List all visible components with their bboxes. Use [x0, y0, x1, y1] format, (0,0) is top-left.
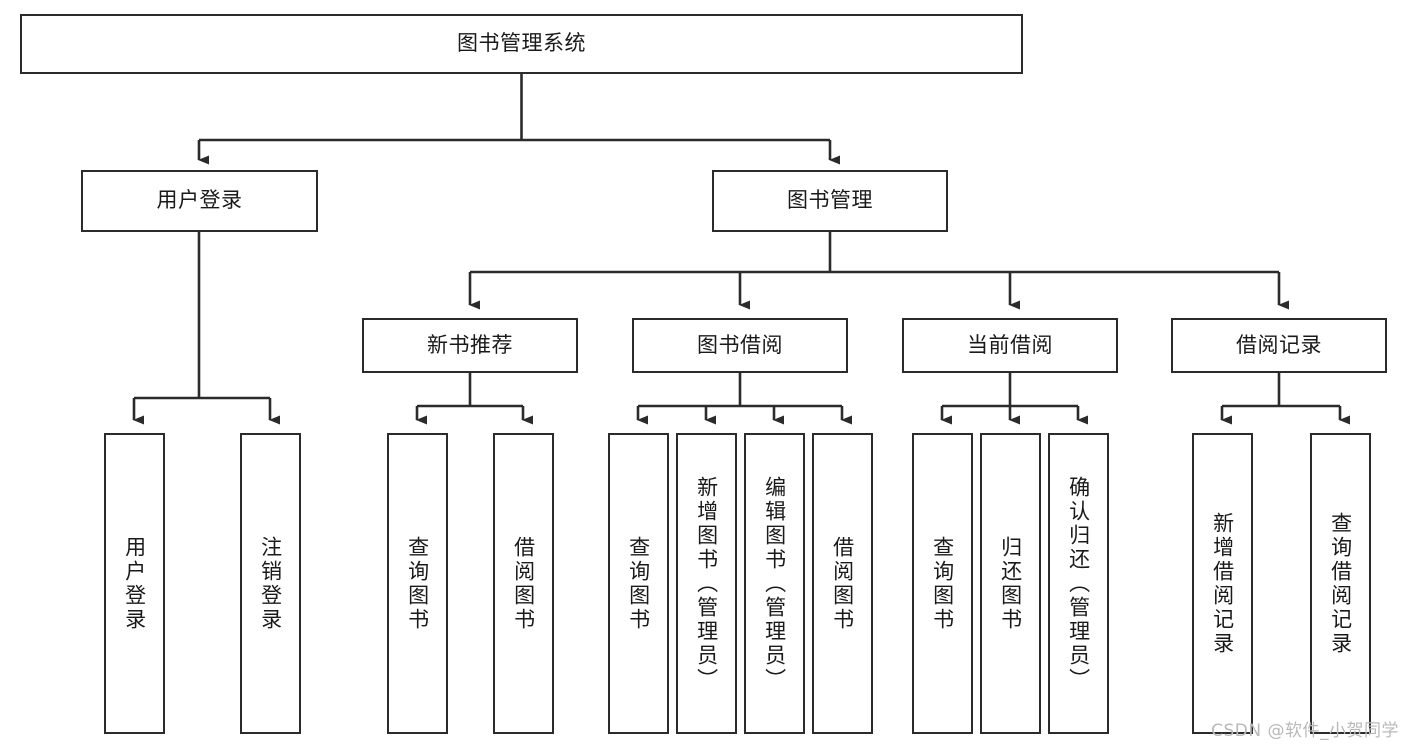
node-leaf-query-book-current[interactable]: 查询图书 [912, 433, 973, 734]
node-label: 查询图书 [626, 535, 651, 632]
node-leaf-add-book-admin[interactable]: 新增图书（管理员） [676, 433, 737, 734]
node-label: 查询借阅记录 [1328, 511, 1353, 656]
node-label: 新书推荐 [427, 332, 513, 357]
node-label: 借阅图书 [830, 535, 855, 632]
node-label: 新增借阅记录 [1210, 511, 1235, 656]
node-label: 借阅记录 [1236, 332, 1322, 357]
csdn-watermark: CSDN @软件_小贺同学 [1211, 721, 1399, 741]
edge-newbook-to-children [415, 373, 533, 425]
node-label: 查询图书 [405, 535, 430, 632]
node-label: 确认归还（管理员） [1066, 475, 1091, 692]
node-label: 用户登录 [156, 188, 243, 213]
edge-borrow-to-children [636, 373, 852, 425]
node-label: 图书管理系统 [457, 31, 586, 56]
node-label: 当前借阅 [967, 332, 1053, 357]
node-label: 图书管理 [787, 188, 873, 213]
node-leaf-edit-book-admin[interactable]: 编辑图书（管理员） [744, 433, 805, 734]
edge-userlogin-to-children [132, 232, 280, 425]
node-label: 图书借阅 [697, 332, 783, 357]
node-leaf-add-borrow-record[interactable]: 新增借阅记录 [1192, 433, 1253, 734]
edge-bookmgmt-to-level3 [468, 232, 1289, 310]
node-label: 归还图书 [998, 535, 1023, 632]
node-label: 注销登录 [258, 535, 283, 632]
node-borrow-record[interactable]: 借阅记录 [1171, 318, 1387, 373]
node-label: 新增图书（管理员） [694, 475, 719, 692]
edge-root-to-level2 [197, 74, 840, 165]
node-label: 编辑图书（管理员） [762, 475, 787, 692]
node-label: 借阅图书 [511, 535, 536, 632]
node-leaf-query-book-borrow[interactable]: 查询图书 [608, 433, 669, 734]
node-leaf-confirm-return-admin[interactable]: 确认归还（管理员） [1048, 433, 1109, 734]
node-leaf-user-login[interactable]: 用户登录 [104, 433, 165, 734]
node-leaf-borrow-book-newbook[interactable]: 借阅图书 [493, 433, 554, 734]
node-label: 用户登录 [122, 535, 147, 632]
node-new-book-recommendation[interactable]: 新书推荐 [362, 318, 578, 373]
node-user-login[interactable]: 用户登录 [81, 170, 318, 232]
node-leaf-query-borrow-record[interactable]: 查询借阅记录 [1310, 433, 1371, 734]
node-leaf-query-book-newbook[interactable]: 查询图书 [387, 433, 448, 734]
node-root-book-management-system[interactable]: 图书管理系统 [20, 14, 1023, 74]
node-book-management[interactable]: 图书管理 [712, 170, 948, 232]
edge-record-to-children [1220, 373, 1350, 425]
node-book-borrow[interactable]: 图书借阅 [632, 318, 848, 373]
node-leaf-return-book[interactable]: 归还图书 [980, 433, 1041, 734]
edge-currentborrow-to-children [940, 373, 1088, 425]
node-label: 查询图书 [930, 535, 955, 632]
node-leaf-logout[interactable]: 注销登录 [240, 433, 301, 734]
node-leaf-borrow-book[interactable]: 借阅图书 [812, 433, 873, 734]
node-current-borrow[interactable]: 当前借阅 [902, 318, 1118, 373]
